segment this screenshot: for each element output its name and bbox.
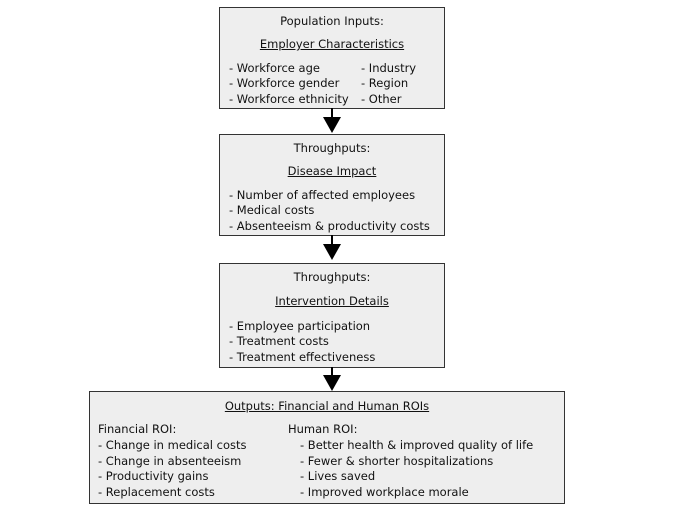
- list-item: - Workforce ethnicity: [229, 92, 349, 106]
- disease-impact-heading: Disease Impact: [287, 164, 377, 178]
- outputs-box: Outputs: Financial and Human ROIs Financ…: [89, 391, 565, 504]
- list-item: - Treatment effectiveness: [229, 350, 376, 364]
- disease-impact-box: Throughputs: Disease Impact - Number of …: [219, 134, 445, 236]
- list-item: - Replacement costs: [98, 485, 215, 499]
- down-arrow-2: [323, 235, 341, 260]
- list-item: - Workforce gender: [229, 76, 340, 90]
- list-item: - Medical costs: [229, 203, 315, 217]
- list-item: - Change in absenteeism: [98, 454, 242, 468]
- disease-impact-title: Throughputs:: [293, 141, 371, 155]
- list-item: - Industry: [361, 61, 417, 75]
- list-item: - Fewer & shorter hospitalizations: [300, 454, 494, 468]
- list-item: - Productivity gains: [98, 469, 209, 483]
- outputs-heading: Outputs: Financial and Human ROIs: [224, 399, 430, 413]
- list-item: - Treatment costs: [229, 334, 329, 348]
- intervention-details-title: Throughputs:: [293, 270, 371, 284]
- population-inputs-box: Population Inputs: Employer Characterist…: [219, 7, 445, 109]
- intervention-details-heading: Intervention Details: [275, 294, 389, 308]
- population-inputs-title: Population Inputs:: [280, 14, 384, 28]
- list-item: - Improved workplace morale: [300, 485, 469, 499]
- financial-roi-title: Financial ROI:: [98, 422, 177, 436]
- list-item: - Absenteeism & productivity costs: [229, 219, 430, 233]
- intervention-details-box: Throughputs: Intervention Details - Empl…: [219, 263, 445, 368]
- human-roi-title: Human ROI:: [288, 422, 358, 436]
- employer-characteristics-heading: Employer Characteristics: [259, 37, 405, 51]
- list-item: - Employee participation: [229, 319, 371, 333]
- list-item: - Number of affected employees: [229, 188, 416, 202]
- list-item: - Workforce age: [229, 61, 320, 75]
- down-arrow-3: [323, 367, 341, 391]
- list-item: - Other: [361, 92, 402, 106]
- list-item: - Region: [361, 76, 409, 90]
- list-item: - Better health & improved quality of li…: [300, 438, 534, 452]
- list-item: - Lives saved: [300, 469, 376, 483]
- list-item: - Change in medical costs: [98, 438, 247, 452]
- down-arrow-1: [323, 108, 341, 133]
